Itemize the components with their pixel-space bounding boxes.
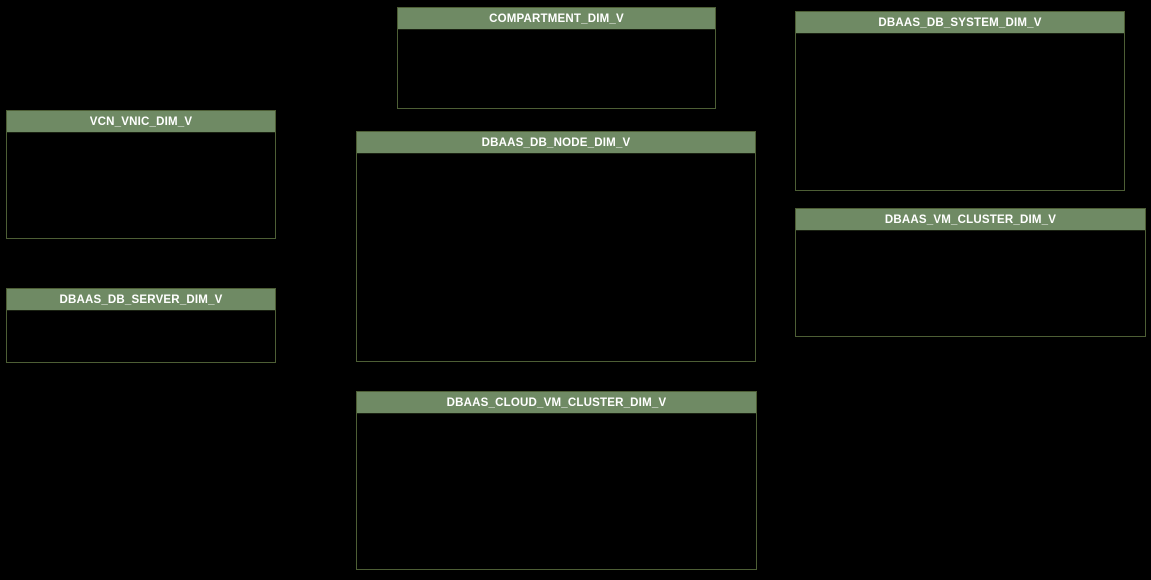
entity-table[interactable]: DBAAS_DB_SERVER_DIM_V — [6, 288, 276, 363]
entity-table-header[interactable]: VCN_VNIC_DIM_V — [7, 111, 275, 133]
entity-table-title: DBAAS_DB_SERVER_DIM_V — [59, 293, 223, 306]
entity-table[interactable]: DBAAS_DB_SYSTEM_DIM_V — [795, 11, 1125, 191]
entity-table[interactable]: COMPARTMENT_DIM_V — [397, 7, 716, 109]
entity-table-header[interactable]: DBAAS_DB_SYSTEM_DIM_V — [796, 12, 1124, 34]
entity-table-title: DBAAS_VM_CLUSTER_DIM_V — [884, 213, 1057, 226]
entity-table-title: DBAAS_DB_SYSTEM_DIM_V — [878, 16, 1042, 29]
entity-table[interactable]: DBAAS_DB_NODE_DIM_V — [356, 131, 756, 362]
entity-table-body — [7, 311, 275, 362]
entity-table-body — [796, 231, 1145, 336]
entity-table[interactable]: DBAAS_VM_CLUSTER_DIM_V — [795, 208, 1146, 337]
entity-table-body — [796, 34, 1124, 190]
entity-table-header[interactable]: DBAAS_DB_SERVER_DIM_V — [7, 289, 275, 311]
entity-table-header[interactable]: DBAAS_VM_CLUSTER_DIM_V — [796, 209, 1145, 231]
entity-table-title: COMPARTMENT_DIM_V — [489, 12, 624, 25]
entity-table-header[interactable]: COMPARTMENT_DIM_V — [398, 8, 715, 30]
entity-table-body — [357, 414, 756, 569]
entity-table-title: DBAAS_DB_NODE_DIM_V — [481, 136, 631, 149]
entity-table[interactable]: DBAAS_CLOUD_VM_CLUSTER_DIM_V — [356, 391, 757, 570]
entity-table[interactable]: VCN_VNIC_DIM_V — [6, 110, 276, 239]
entity-table-body — [7, 133, 275, 238]
entity-table-body — [357, 154, 755, 361]
entity-table-title: DBAAS_CLOUD_VM_CLUSTER_DIM_V — [446, 396, 667, 409]
entity-table-header[interactable]: DBAAS_DB_NODE_DIM_V — [357, 132, 755, 154]
entity-table-header[interactable]: DBAAS_CLOUD_VM_CLUSTER_DIM_V — [357, 392, 756, 414]
entity-table-body — [398, 30, 715, 108]
entity-table-title: VCN_VNIC_DIM_V — [89, 115, 193, 128]
